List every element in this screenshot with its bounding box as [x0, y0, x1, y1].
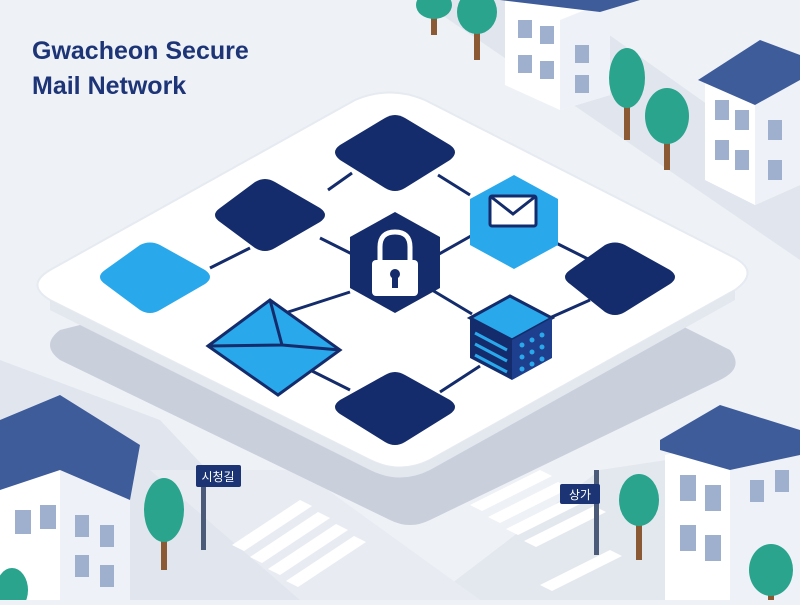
lock-icon — [372, 229, 418, 296]
connection-lines — [209, 171, 591, 394]
network-node — [565, 242, 675, 315]
tree — [144, 478, 184, 570]
house-top-center — [500, 0, 640, 110]
sign-label-right: 상가 — [569, 488, 591, 502]
house-top-right — [698, 40, 800, 205]
connection-line — [209, 246, 251, 270]
network-nodes — [100, 115, 675, 445]
server-icon — [466, 294, 556, 380]
tree — [609, 48, 645, 140]
tree — [416, 0, 452, 35]
connection-line — [439, 364, 481, 394]
tree — [0, 568, 28, 605]
network-node — [335, 115, 455, 191]
house-bottom-left — [0, 395, 140, 600]
sign-label-left: 시청길 — [201, 470, 234, 484]
title-line-1: Gwacheon Secure — [32, 37, 249, 65]
tree — [749, 544, 793, 600]
street-sign-right: 상가 — [560, 470, 600, 555]
sign-board — [196, 465, 241, 487]
network-node-accent — [100, 242, 210, 313]
envelope-icon — [488, 194, 538, 228]
connection-line — [437, 173, 471, 197]
mail-node — [470, 175, 558, 269]
street-sign-left: 시청길 — [196, 465, 241, 550]
page-title: Gwacheon Secure Mail Network — [32, 34, 332, 104]
connection-line — [327, 171, 353, 192]
connection-line — [281, 290, 351, 316]
connection-line — [431, 288, 473, 316]
connection-line — [309, 368, 351, 392]
tree — [457, 0, 497, 60]
network-node — [335, 372, 455, 445]
server-node — [466, 294, 556, 380]
tree — [645, 88, 689, 170]
large-envelope — [205, 298, 343, 397]
tree — [619, 474, 659, 560]
crosswalk-left — [232, 500, 366, 587]
crosswalk-right — [470, 470, 622, 591]
network-node — [215, 179, 325, 251]
sign-board — [560, 484, 600, 504]
lock-node — [350, 212, 440, 313]
envelope-icon — [205, 298, 343, 397]
title-line-2: Mail Network — [32, 72, 187, 100]
